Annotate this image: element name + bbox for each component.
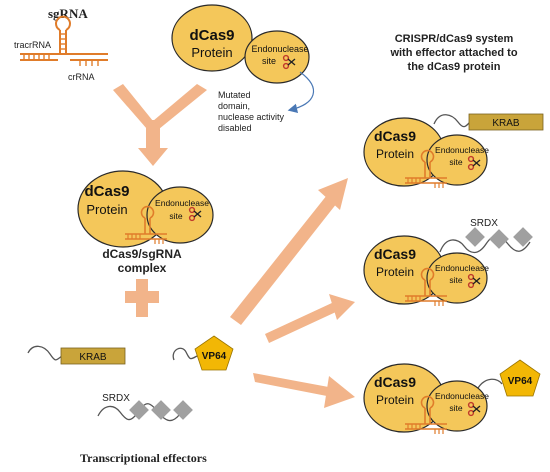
site-label: site <box>449 403 463 413</box>
endonuclease-label: Endonuclease <box>435 391 489 401</box>
system-title-line: CRISPR/dCas9 system <box>395 33 514 45</box>
mutation-note-arrow <box>287 71 315 114</box>
srdx-diamond-icon <box>465 227 485 247</box>
fanout-arrows <box>230 178 355 408</box>
plus-icon <box>125 279 159 317</box>
system-title-line: the dCas9 protein <box>408 61 501 73</box>
srdx-label: SRDX <box>470 218 498 229</box>
sgrna-hairpin-icon <box>20 15 108 66</box>
endonuclease-label: Endonuclease <box>251 44 308 54</box>
mutated-note-line: nuclease activity <box>218 112 285 122</box>
mutated-note-line: disabled <box>218 123 252 133</box>
vp64-label: VP64 <box>508 376 533 387</box>
protein-name: dCas9 <box>84 183 129 200</box>
sgrna-group: sgRNA tracrRNA crRNA <box>14 6 108 82</box>
effectors-caption: Transcriptional effectors <box>80 451 207 465</box>
system-title-line: with effector attached to <box>389 47 517 59</box>
site-label: site <box>262 56 276 66</box>
srdx-diamond-icon <box>513 227 533 247</box>
protein-name: dCas9 <box>189 27 234 44</box>
protein-name: dCas9 <box>374 128 416 144</box>
system-title: CRISPR/dCas9 system with effector attach… <box>389 33 517 73</box>
system-vp64: VP64 dCas9 Protein Endonuclease site <box>363 359 541 435</box>
endonuclease-label: Endonuclease <box>435 263 489 273</box>
krab-effector: KRAB <box>27 345 126 365</box>
protein-word: Protein <box>376 393 414 407</box>
mutated-note-line: domain, <box>218 101 250 111</box>
site-label: site <box>169 211 183 221</box>
complex-caption-line: complex <box>118 261 167 275</box>
krab-label: KRAB <box>492 118 520 129</box>
endonuclease-label: Endonuclease <box>155 198 209 208</box>
arrow-to-krab-system <box>230 178 348 325</box>
protein-word: Protein <box>376 265 414 279</box>
srdx-effector: SRDX <box>97 393 193 422</box>
site-label: site <box>449 157 463 167</box>
complex-caption: dCas9/sgRNA complex <box>102 247 182 275</box>
protein-name: dCas9 <box>374 374 416 390</box>
tracrrna-label: tracrRNA <box>14 40 51 50</box>
vp64-effector: VP64 <box>172 335 234 371</box>
srdx-diamond-icon <box>173 400 193 420</box>
mutated-note: Mutated domain, nuclease activity disabl… <box>218 90 285 133</box>
srdx-label: SRDX <box>102 393 130 404</box>
crrna-label: crRNA <box>68 72 95 82</box>
krab-bar-icon <box>60 347 126 365</box>
vp64-pentagon-icon <box>194 335 234 371</box>
dcas9-sgrna-complex: dCas9 Protein Endonuclease site <box>77 170 214 248</box>
complex-caption-line: dCas9/sgRNA <box>102 247 182 261</box>
srdx-diamond-icon <box>129 400 149 420</box>
protein-word: Protein <box>86 202 127 217</box>
krab-bar-icon <box>468 113 544 131</box>
protein-word: Protein <box>376 147 414 161</box>
mutated-note-line: Mutated <box>218 90 251 100</box>
site-label: site <box>449 275 463 285</box>
dcas9-protein-top: dCas9 Protein Endonuclease site <box>171 4 310 84</box>
srdx-diamond-icon <box>151 400 171 420</box>
endonuclease-label: Endonuclease <box>435 145 489 155</box>
vp64-pentagon-icon <box>499 359 541 397</box>
protein-word: Protein <box>191 45 232 60</box>
sgrna-title: sgRNA <box>48 6 88 21</box>
krab-label: KRAB <box>79 352 107 363</box>
protein-name: dCas9 <box>374 246 416 262</box>
vp64-label: VP64 <box>202 351 227 362</box>
system-krab: KRAB dCas9 Protein Endonuclease site <box>363 113 544 189</box>
srdx-diamond-icon <box>489 229 509 249</box>
arrow-to-srdx-system <box>265 294 355 343</box>
system-srdx: SRDX dCas9 Protein Endonuclease site <box>363 218 533 307</box>
merge-arrow <box>113 84 207 166</box>
arrow-to-vp64-system <box>253 373 355 408</box>
